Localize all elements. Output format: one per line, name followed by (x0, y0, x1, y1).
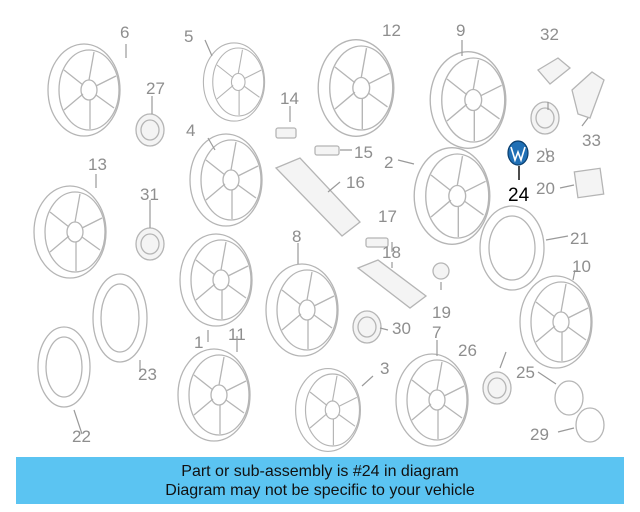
callout-26: 26 (458, 341, 477, 360)
wheel-12[interactable] (317, 39, 395, 137)
valve-14[interactable] (275, 127, 297, 139)
callout-6: 6 (120, 23, 129, 42)
callout-18: 18 (382, 243, 401, 262)
callout-5: 5 (184, 27, 193, 46)
wheel-8[interactable] (265, 263, 339, 357)
wheel-7[interactable] (395, 353, 469, 447)
emblem-28[interactable] (530, 101, 560, 135)
ring-29[interactable] (575, 407, 605, 443)
wheel-11[interactable] (177, 348, 251, 442)
wheel-parts-diagram: 6 27 13 31 23 22 5 4 14 15 16 1 11 12 17… (33, 21, 605, 452)
callout-12: 12 (382, 21, 401, 40)
callout-16: 16 (346, 173, 365, 192)
callout-24-highlighted: 24 (508, 185, 530, 206)
callout-9: 9 (456, 21, 465, 40)
callout-32: 32 (540, 25, 559, 44)
callout-8: 8 (292, 227, 301, 246)
callout-7: 7 (432, 323, 441, 342)
wheel-2[interactable] (413, 147, 491, 245)
callout-22: 22 (72, 427, 91, 446)
tpms-kit-16[interactable] (274, 157, 361, 237)
callout-3: 3 (380, 359, 389, 378)
wheel-9[interactable] (429, 51, 507, 149)
callout-27: 27 (146, 79, 165, 98)
callout-19: 19 (432, 303, 451, 322)
ring-25[interactable] (554, 380, 584, 416)
wheel-cover-23[interactable] (92, 273, 148, 363)
wheel-1[interactable] (179, 233, 253, 327)
callout-2: 2 (384, 153, 393, 172)
callout-17: 17 (378, 207, 397, 226)
wheel-5[interactable] (202, 42, 266, 122)
center-cap-30[interactable] (352, 310, 382, 344)
callout-29: 29 (530, 425, 549, 444)
callout-21: 21 (570, 229, 589, 248)
info-banner: Part or sub-assembly is #24 in diagram D… (16, 457, 624, 504)
badge-33[interactable] (571, 71, 605, 119)
banner-line-1: Part or sub-assembly is #24 in diagram (181, 463, 459, 480)
wheel-cover-21[interactable] (479, 205, 545, 291)
callout-10: 10 (572, 257, 591, 276)
wheel-cover-22[interactable] (37, 326, 91, 408)
nut-19[interactable] (432, 262, 450, 280)
callout-23: 23 (138, 365, 157, 384)
center-cap-27[interactable] (135, 113, 165, 147)
callout-20: 20 (536, 179, 555, 198)
callout-15: 15 (354, 143, 373, 162)
badge-32[interactable] (537, 57, 572, 85)
part-24-emblem[interactable] (507, 140, 529, 166)
callout-31: 31 (140, 185, 159, 204)
wheel-6[interactable] (47, 43, 121, 137)
callout-1: 1 (194, 333, 203, 352)
callout-4: 4 (186, 121, 195, 140)
bolt-kit-18[interactable] (356, 259, 428, 309)
wheel-10[interactable] (519, 275, 593, 369)
callout-11: 11 (228, 325, 246, 344)
label-20[interactable] (573, 167, 605, 199)
callout-13: 13 (88, 155, 107, 174)
callout-30: 30 (392, 319, 411, 338)
wheel-13[interactable] (33, 185, 107, 279)
center-cap-26[interactable] (482, 371, 512, 405)
callout-14: 14 (280, 89, 299, 108)
callout-25: 25 (516, 363, 535, 382)
banner-line-2: Diagram may not be specific to your vehi… (165, 482, 475, 499)
wheel-4[interactable] (189, 133, 263, 227)
center-cap-31[interactable] (135, 227, 165, 261)
callout-33: 33 (582, 131, 601, 150)
bolt-17[interactable] (365, 237, 389, 248)
callout-28: 28 (536, 147, 555, 166)
valve-15[interactable] (314, 145, 340, 156)
wheel-3[interactable] (295, 368, 361, 452)
